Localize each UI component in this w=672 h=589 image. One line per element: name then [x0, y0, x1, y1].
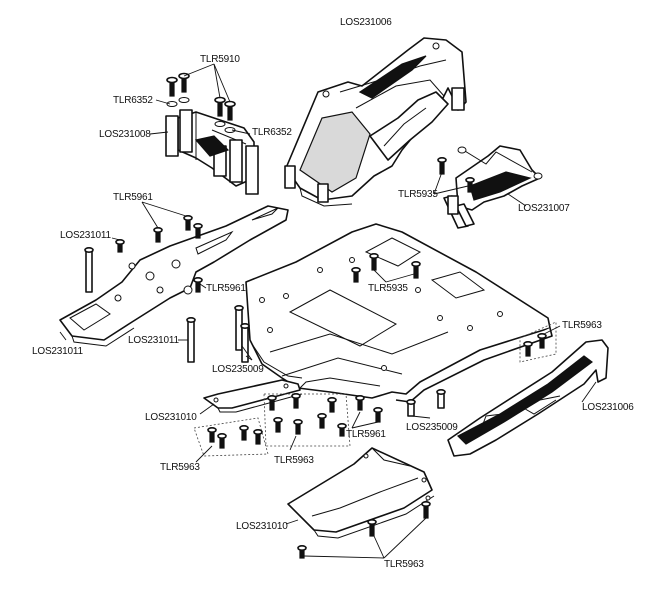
- top-cover-part: [284, 37, 467, 207]
- label-front-skid: LOS231010: [145, 412, 197, 423]
- label-brace-washers-left: TLR6352: [113, 95, 153, 106]
- label-rear-skid: LOS231010: [236, 521, 288, 532]
- front-bulkhead-part: [165, 109, 259, 195]
- label-brace-washers-right: TLR6352: [252, 127, 292, 138]
- label-front-bulkhead: LOS231008: [99, 129, 151, 140]
- main-chassis-plate: [234, 223, 553, 403]
- label-front-skid-screws: TLR5963: [160, 462, 200, 473]
- side-guard-part: [447, 321, 609, 457]
- label-chassis-posts-left: LOS235009: [212, 364, 264, 375]
- label-bottom-screws-right: TLR5961: [346, 429, 386, 440]
- front-skid-part: [199, 379, 303, 415]
- label-rear-mount: LOS231007: [518, 203, 570, 214]
- bottom-screw-groups: [193, 388, 446, 463]
- label-rear-mount-screws: TLR5935: [398, 189, 438, 200]
- label-top-deck-screw-single: TLR5961: [206, 283, 246, 294]
- label-brace-screws: TLR5910: [200, 54, 240, 65]
- label-chassis-screws-center: TLR5935: [368, 283, 408, 294]
- label-rear-skid-screws: TLR5963: [384, 559, 424, 570]
- rear-skid-part: [285, 447, 435, 559]
- label-bottom-screws-middle: TLR5963: [274, 455, 314, 466]
- label-top-cover: LOS231006: [340, 17, 392, 28]
- part-labels: LOS231006 TLR5910 TLR6352 LOS231008 TLR6…: [32, 17, 634, 570]
- label-top-deck-post: LOS231011: [128, 335, 179, 346]
- rear-mount-part: [433, 145, 543, 229]
- label-top-deck: LOS231011: [32, 346, 83, 357]
- label-chassis-posts-right: LOS235009: [406, 422, 458, 433]
- label-top-deck-screws: TLR5961: [113, 192, 153, 203]
- label-side-guard-screws: TLR5963: [562, 320, 602, 331]
- top-deck-part: [59, 201, 289, 363]
- brace-screw-group: [149, 63, 251, 135]
- label-top-deck-post-left: LOS231011: [60, 230, 111, 241]
- label-side-guard: LOS231006: [582, 402, 634, 413]
